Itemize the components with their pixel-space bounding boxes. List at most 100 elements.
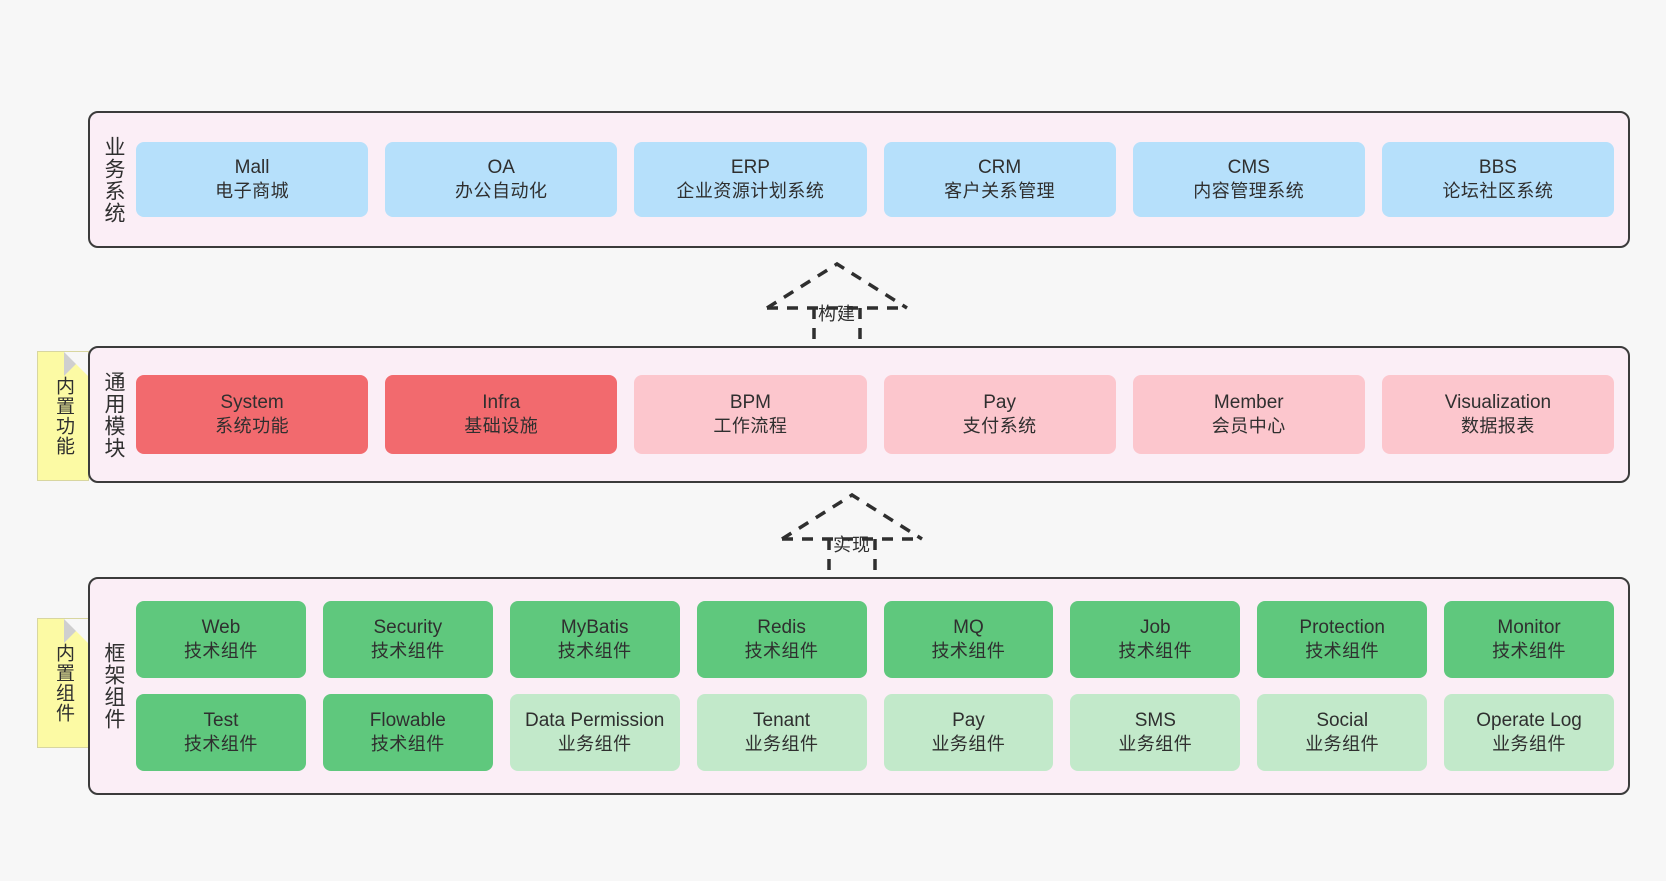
card-flowable[interactable]: Flowable 技术组件	[322, 694, 493, 771]
card-system-en: System	[220, 391, 284, 413]
card-redis[interactable]: Redis 技术组件	[696, 601, 867, 678]
card-infra-cn: 基础设施	[464, 416, 539, 437]
layer-common-module-label: 通用模块	[102, 370, 126, 459]
card-oa-cn: 办公自动化	[455, 181, 548, 202]
card-bbs[interactable]: BBS 论坛社区系统	[1381, 142, 1615, 217]
card-protection[interactable]: Protection 技术组件	[1257, 601, 1428, 678]
layer-business-system-body: Mall 电子商城 OA 办公自动化 ERP 企业资源计划系统 CRM 客户关系…	[136, 113, 1628, 246]
card-cms[interactable]: CMS 内容管理系统	[1132, 142, 1365, 217]
card-security-en: Security	[373, 616, 443, 638]
card-test[interactable]: Test 技术组件	[136, 694, 306, 771]
card-job-cn: 技术组件	[1118, 641, 1193, 662]
card-visualization-en: Visualization	[1444, 391, 1552, 413]
layer-framework-component-body: Web 技术组件 Security 技术组件 MyBatis 技术组件 Redi…	[136, 579, 1628, 793]
card-protection-cn: 技术组件	[1305, 641, 1380, 662]
connector-implement-label: 实现	[833, 535, 871, 555]
card-data-permission-en: Data Permission	[524, 709, 665, 731]
card-mall-cn: 电子商城	[215, 181, 290, 202]
card-test-cn: 技术组件	[183, 734, 258, 755]
card-web-en: Web	[201, 616, 241, 638]
card-web-cn: 技术组件	[183, 641, 258, 662]
card-monitor[interactable]: Monitor 技术组件	[1444, 601, 1614, 678]
layer-common-module-row: System 系统功能 Infra 基础设施 BPM 工作流程 Pay 支付系统…	[136, 375, 1615, 454]
card-visualization-cn: 数据报表	[1460, 416, 1535, 437]
card-system[interactable]: System 系统功能	[136, 375, 369, 454]
layer-business-system-row: Mall 电子商城 OA 办公自动化 ERP 企业资源计划系统 CRM 客户关系…	[136, 142, 1615, 217]
card-mq-cn: 技术组件	[931, 641, 1006, 662]
card-monitor-en: Monitor	[1497, 616, 1561, 638]
card-test-en: Test	[203, 709, 239, 731]
card-bpm[interactable]: BPM 工作流程	[634, 375, 867, 454]
card-redis-cn: 技术组件	[744, 641, 819, 662]
card-redis-en: Redis	[757, 616, 806, 638]
card-visualization[interactable]: Visualization 数据报表	[1381, 375, 1615, 454]
card-flowable-en: Flowable	[369, 709, 446, 731]
card-sms[interactable]: SMS 业务组件	[1070, 694, 1241, 771]
layer-common-module-body: System 系统功能 Infra 基础设施 BPM 工作流程 Pay 支付系统…	[136, 348, 1628, 481]
card-system-cn: 系统功能	[215, 416, 290, 437]
card-social[interactable]: Social 业务组件	[1257, 694, 1428, 771]
note-builtin-function: 内置功能	[37, 351, 89, 481]
card-erp[interactable]: ERP 企业资源计划系统	[634, 142, 867, 217]
card-mq[interactable]: MQ 技术组件	[883, 601, 1054, 678]
connector-build-label: 构建	[818, 304, 856, 324]
card-sms-cn: 业务组件	[1118, 734, 1193, 755]
connector-implement: 实现	[772, 487, 932, 587]
card-security-cn: 技术组件	[370, 641, 445, 662]
card-crm[interactable]: CRM 客户关系管理	[883, 142, 1116, 217]
card-member[interactable]: Member 会员中心	[1132, 375, 1365, 454]
card-cms-en: CMS	[1227, 156, 1270, 178]
card-erp-cn: 企业资源计划系统	[676, 181, 825, 202]
layer-common-module: 通用模块 System 系统功能 Infra 基础设施 BPM 工作流程 Pay	[88, 346, 1630, 483]
card-monitor-cn: 技术组件	[1492, 641, 1567, 662]
card-protection-en: Protection	[1299, 616, 1385, 638]
note-builtin-function-label: 内置功能	[52, 376, 74, 456]
card-crm-cn: 客户关系管理	[944, 181, 1056, 202]
card-mybatis-en: MyBatis	[560, 616, 629, 638]
card-mq-en: MQ	[953, 616, 984, 638]
card-cms-cn: 内容管理系统	[1193, 181, 1305, 202]
layer-business-system: 业务系统 Mall 电子商城 OA 办公自动化 ERP 企业资源计划系统 CRM	[88, 111, 1630, 248]
card-operate-log-cn: 业务组件	[1492, 734, 1567, 755]
card-job-en: Job	[1139, 616, 1171, 638]
card-infra[interactable]: Infra 基础设施	[385, 375, 618, 454]
card-mall[interactable]: Mall 电子商城	[136, 142, 369, 217]
card-pay-component[interactable]: Pay 业务组件	[883, 694, 1054, 771]
card-pay-module[interactable]: Pay 支付系统	[883, 375, 1116, 454]
card-tenant-cn: 业务组件	[744, 734, 819, 755]
card-tenant[interactable]: Tenant 业务组件	[696, 694, 867, 771]
card-mybatis[interactable]: MyBatis 技术组件	[509, 601, 680, 678]
card-bpm-cn: 工作流程	[713, 416, 788, 437]
card-web[interactable]: Web 技术组件	[136, 601, 306, 678]
card-job[interactable]: Job 技术组件	[1070, 601, 1241, 678]
card-pay-module-cn: 支付系统	[962, 416, 1037, 437]
card-pay-component-en: Pay	[952, 709, 985, 731]
card-infra-en: Infra	[482, 391, 521, 413]
card-operate-log[interactable]: Operate Log 业务组件	[1444, 694, 1614, 771]
note-builtin-component-label: 内置组件	[52, 643, 74, 723]
card-mall-en: Mall	[234, 156, 270, 178]
layer-framework-component-row-business: Test 技术组件 Flowable 技术组件 Data Permission …	[136, 694, 1614, 771]
card-mybatis-cn: 技术组件	[557, 641, 632, 662]
layer-framework-component: 框架组件 Web 技术组件 Security 技术组件 MyBatis 技术组件…	[88, 577, 1630, 795]
card-tenant-en: Tenant	[753, 709, 811, 731]
card-bbs-cn: 论坛社区系统	[1442, 181, 1554, 202]
card-member-cn: 会员中心	[1211, 416, 1286, 437]
card-oa-en: OA	[487, 156, 515, 178]
card-oa[interactable]: OA 办公自动化	[385, 142, 618, 217]
card-security[interactable]: Security 技术组件	[322, 601, 493, 678]
card-bbs-en: BBS	[1478, 156, 1517, 178]
card-social-cn: 业务组件	[1305, 734, 1380, 755]
card-pay-module-en: Pay	[983, 391, 1016, 413]
card-sms-en: SMS	[1134, 709, 1176, 731]
layer-framework-component-label: 框架组件	[102, 642, 126, 730]
card-social-en: Social	[1316, 709, 1369, 731]
card-bpm-en: BPM	[729, 391, 772, 413]
card-flowable-cn: 技术组件	[370, 734, 445, 755]
card-crm-en: CRM	[977, 156, 1022, 178]
layer-framework-component-row-tech: Web 技术组件 Security 技术组件 MyBatis 技术组件 Redi…	[136, 601, 1614, 678]
card-member-en: Member	[1213, 391, 1284, 413]
card-erp-en: ERP	[730, 156, 770, 178]
card-data-permission[interactable]: Data Permission 业务组件	[509, 694, 680, 771]
